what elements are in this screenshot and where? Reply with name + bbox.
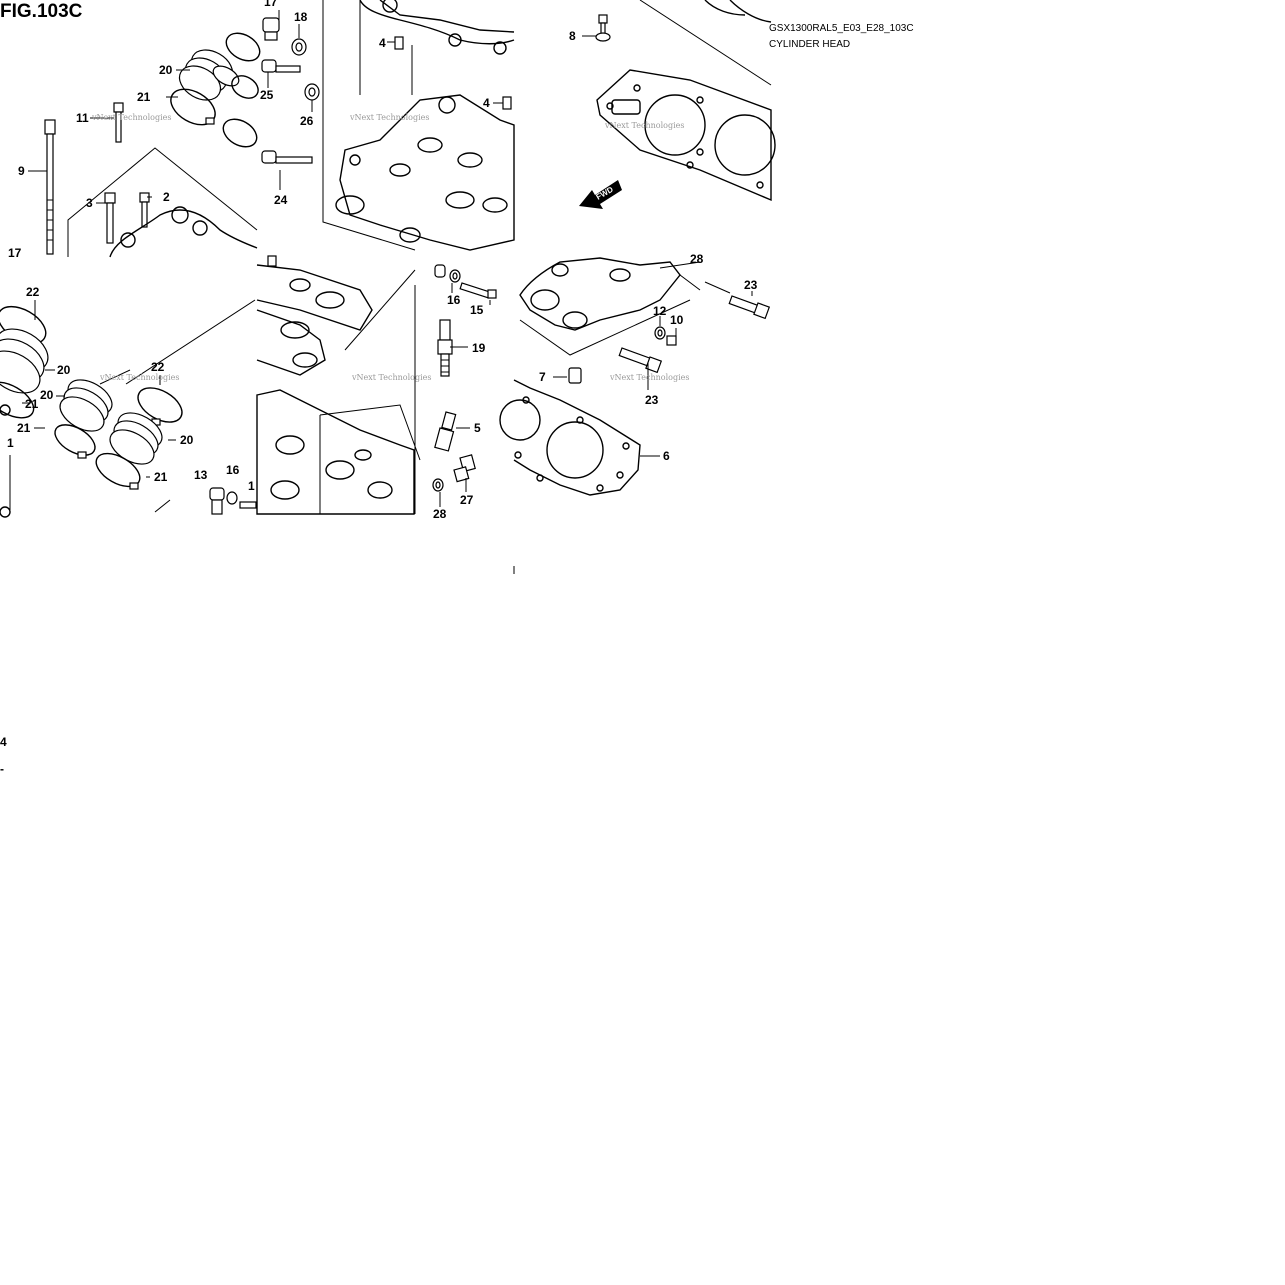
callout-18: 18 [294, 10, 308, 24]
temp-sensor-27 [453, 454, 476, 483]
spark-plug-19 [437, 319, 453, 377]
flange-bolt-23 [728, 295, 771, 320]
callout-20: 20 [57, 363, 71, 377]
fwd-arrow-icon: FWD [579, 180, 622, 209]
callout-25: 25 [260, 88, 274, 102]
callout-21: 21 [154, 470, 168, 484]
callout-13: 13 [194, 468, 208, 482]
hose-clamp-21 [170, 88, 216, 126]
callout-16: 16 [447, 293, 461, 307]
bolt-15 [459, 282, 497, 299]
tile-b-cylinder-head: 17 18 4 25 4 26 24 vNext Technologies [260, 0, 515, 251]
intake-boot-20 [59, 379, 113, 432]
callout-24: 24 [274, 193, 288, 207]
long-bolt-9 [44, 119, 56, 255]
callout-17: 17 [8, 246, 22, 260]
callout-7: 7 [539, 370, 546, 384]
callout-20: 20 [180, 433, 194, 447]
callout-20: 20 [159, 63, 173, 77]
callout-5: 5 [474, 421, 481, 435]
cylinder-head-body [335, 0, 515, 251]
nut-10 [666, 335, 677, 346]
callout-10: 10 [670, 313, 684, 327]
washer-12 [654, 326, 666, 340]
watermark: vNext Technologies [349, 113, 429, 122]
callout-22: 22 [26, 285, 40, 299]
callout-12: 12 [653, 304, 667, 318]
tile-a-intake-boots: FIG.103C [0, 1, 261, 260]
callout-21: 21 [25, 397, 39, 411]
washer-28 [432, 478, 444, 492]
bolt-11 [113, 102, 124, 143]
cylinder-head-gasket [596, 69, 776, 202]
callout-4: 4 [483, 96, 490, 110]
callout-21: 21 [137, 90, 151, 104]
callout-23: 23 [645, 393, 659, 407]
watermark: vNext Technologies [91, 113, 171, 122]
callout-11: 11 [76, 111, 89, 125]
watermark: vNext Technologies [99, 373, 179, 382]
dowel-7 [568, 367, 582, 384]
callout-21: 21 [17, 421, 31, 435]
washer-16 [449, 269, 461, 283]
tile-d-boots-clamps: 22 20 21 22 20 21 20 21 21 1 13 16 1 vNe… [0, 285, 257, 518]
callout-20: 20 [40, 388, 54, 402]
tile-e-head-side: 16 15 19 5 27 28 vNext Technologies [256, 255, 497, 521]
cylinder-head-gasket-6 [499, 379, 641, 496]
callout-27: 27 [460, 493, 474, 507]
callout-1: 1 [7, 436, 14, 450]
figure-label: FIG.103C [0, 1, 83, 22]
callout-9: 9 [18, 164, 25, 178]
callout-4: 4 [379, 36, 386, 50]
watermark: vNext Technologies [609, 373, 689, 382]
callout-22: 22 [151, 360, 165, 374]
callout-15: 15 [470, 303, 484, 317]
callout-19: 19 [472, 341, 486, 355]
watermark: vNext Technologies [604, 121, 684, 130]
drawing-code: GSX1300RAL5_E03_E28_103C [769, 23, 914, 34]
callout-16: 16 [226, 463, 240, 477]
sensor-5 [434, 411, 457, 452]
callout-8: 8 [569, 29, 576, 43]
callout-1-edge: 1 [248, 479, 255, 493]
callout-3: 3 [86, 196, 93, 210]
intake-boot-20 [0, 328, 49, 394]
flange-bolt-23b [618, 347, 663, 374]
drawing-title: CYLINDER HEAD [769, 39, 850, 50]
callout-28: 28 [690, 252, 704, 266]
tile-f-rear-bolts: 28 23 12 10 7 23 6 vNext Technologies [499, 252, 771, 496]
watermark: vNext Technologies [351, 373, 431, 382]
tile-c-gasket-view: FWD 8 GSX1300RAL5_E03_E28_103C CYLINDER … [569, 0, 914, 209]
callout-26: 26 [300, 114, 314, 128]
callout-6: 6 [663, 449, 670, 463]
intake-boot-20 [178, 49, 240, 101]
callout-2: 2 [163, 190, 170, 204]
intake-boot-20 [109, 412, 163, 465]
callout-23: 23 [744, 278, 758, 292]
stray-mark-4: 4 [0, 735, 7, 749]
callout-28: 28 [433, 507, 447, 521]
stray-mark-dash: - [0, 762, 4, 776]
callout-17: 17 [264, 0, 278, 9]
